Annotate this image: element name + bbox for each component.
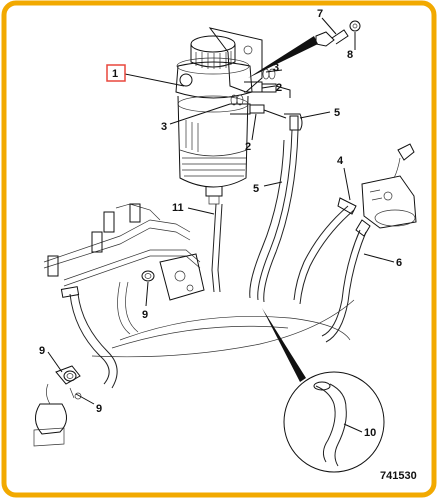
lift-pump [337,143,417,237]
fuel-pipes [91,129,367,358]
injector-pipes [43,203,205,301]
magnifier-detail [283,371,385,473]
figure-number: 741530 [380,470,417,482]
callout-4: 4 [337,155,344,167]
callout-7: 7 [317,8,323,20]
callout-10: 10 [364,427,376,439]
left-hoses [33,286,118,447]
callout-3-left: 3 [161,121,167,133]
fuel-filter-assembly [175,27,263,205]
hose-clip-upper [141,270,155,282]
leader-lines [47,17,395,433]
callout-9-left: 9 [39,345,45,357]
callout-1: 1 [112,68,118,80]
callout-6: 6 [396,257,402,269]
callout-9-upper: 9 [142,309,148,321]
callout-5-lower: 5 [253,183,259,195]
highlight-box-item-1 [106,64,126,82]
callout-3-top: 3 [273,62,279,74]
callout-9-lower: 9 [96,403,102,415]
callout-5-top: 5 [334,107,340,119]
callout-2-lower: 2 [245,141,251,153]
callout-11: 11 [172,202,184,214]
callout-8: 8 [347,49,353,61]
callout-2-top: 2 [276,82,282,94]
hose-clip-lower [63,370,77,382]
